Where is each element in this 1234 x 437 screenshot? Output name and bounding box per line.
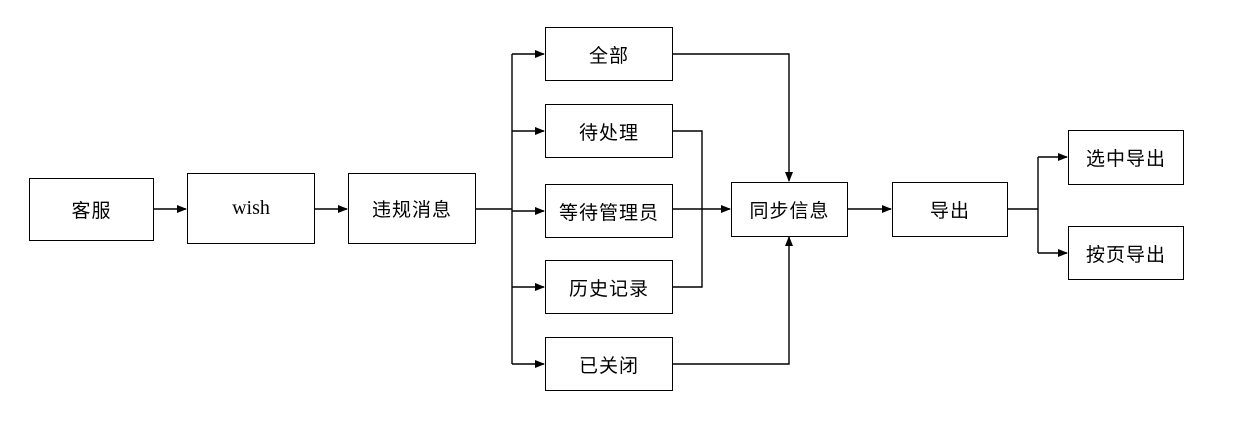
node-anye: 按页导出 xyxy=(1068,226,1184,280)
node-daochu: 导出 xyxy=(892,182,1008,237)
edge-yiguanbi-tongbu xyxy=(673,236,793,365)
node-lishi: 历史记录 xyxy=(545,260,673,314)
node-tongbu: 同步信息 xyxy=(731,182,848,237)
node-daichuli: 待处理 xyxy=(545,104,673,158)
edge-quanbu-tongbu xyxy=(673,53,793,182)
node-weigui: 违规消息 xyxy=(348,173,476,244)
node-xuanzhong: 选中导出 xyxy=(1068,130,1184,185)
node-wish: wish xyxy=(187,173,315,244)
node-kefu: 客服 xyxy=(29,178,154,241)
edge-daichuli-tongbu xyxy=(673,130,703,209)
edge-lishi-tongbu xyxy=(673,209,703,288)
node-quanbu: 全部 xyxy=(545,27,673,81)
node-yiguanbi: 已关闭 xyxy=(545,337,673,391)
node-dengdai: 等待管理员 xyxy=(545,184,673,238)
